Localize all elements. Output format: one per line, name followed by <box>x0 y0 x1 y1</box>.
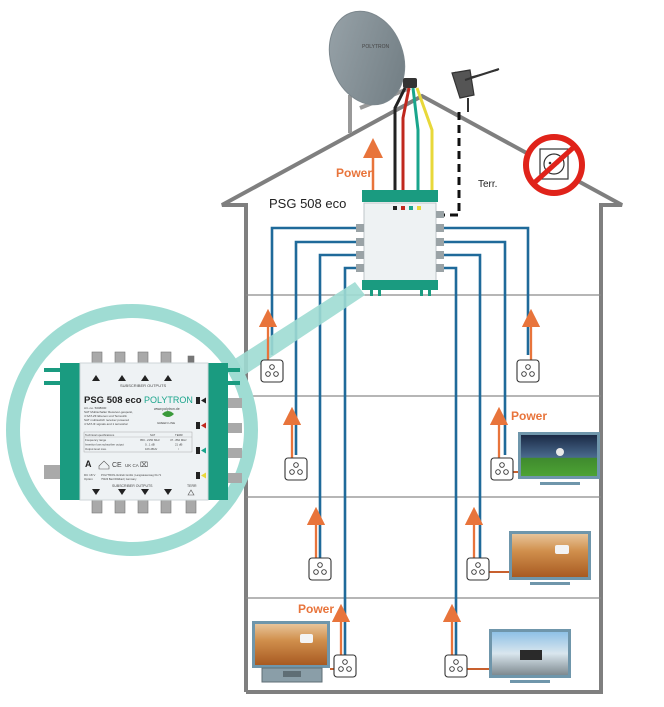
spec-cell: Frequency range <box>85 438 107 442</box>
zoom-callout-beam <box>205 282 365 378</box>
wall-outlet-icon <box>308 557 332 581</box>
option-label: Option <box>84 477 93 481</box>
wall-outlet-icon <box>490 457 514 481</box>
dc-label: DC 18 V <box>84 473 95 477</box>
device-desc-2: 4 SAT-ZF Ebenen und Terrestrik <box>84 414 127 418</box>
terrestrial-label: Terr. <box>478 179 497 190</box>
no-socket-sign-icon <box>523 134 585 196</box>
coax-7 <box>436 253 482 560</box>
wall-outlet-icon <box>260 359 284 383</box>
spec-cell: / <box>178 447 179 451</box>
terrestrial-antenna-icon <box>451 68 500 112</box>
cable-red <box>401 87 411 190</box>
power-label-floor1: Power <box>298 602 334 616</box>
house-outline <box>221 93 623 694</box>
multiswitch-device-large: SUBSCRIBER OUTPUTS PSG 508 eco POLYTRON … <box>44 351 242 514</box>
power-label-top: Power <box>336 166 372 180</box>
coax-2 <box>294 240 360 455</box>
address-line-1: POLYTRON-Vertrieb GmbH | Langwiesenweg 6… <box>101 473 162 477</box>
device-desc-1: SAT Multischalter Receiver-gespeist, <box>84 410 133 414</box>
coax-6 <box>436 240 507 455</box>
wall-outlet-icon <box>444 654 468 678</box>
device-model: PSG 508 eco <box>84 395 142 406</box>
tv-floor1-left <box>252 621 330 683</box>
satellite-dish-icon: POLYTRON <box>328 10 417 133</box>
spec-cell: Output level max. <box>85 447 107 451</box>
wall-outlet-icon <box>333 654 357 678</box>
coax-8 <box>436 266 458 658</box>
coax-4 <box>343 266 360 658</box>
spec-cell: 106 dBuV <box>145 447 157 451</box>
device-desc-3: SAT multiswitch receiver powered <box>84 418 129 422</box>
lnb-input-indicators <box>196 397 206 479</box>
device-desc-4: 4 SAT-IF signals and 1 terrestrial <box>84 422 128 426</box>
ce-mark-icon: CE <box>112 462 122 469</box>
tv-floor3 <box>518 432 600 485</box>
spec-cell: 47...862 MHz <box>170 438 187 442</box>
spec-header-2: TERR <box>175 433 183 437</box>
terr-input-icon <box>187 489 195 496</box>
model-label: PSG 508 eco <box>269 196 346 211</box>
ukca-mark-icon: UK CA <box>125 463 139 468</box>
spec-cell: 21 dB <box>175 443 182 447</box>
coax-cables <box>270 226 530 658</box>
wall-outlet-icon <box>516 359 540 383</box>
spec-header-1: SAT <box>150 433 156 437</box>
terrestrial-cable <box>437 112 461 217</box>
tv-floor2 <box>509 531 591 585</box>
multiswitch-device-small <box>356 190 444 296</box>
indoor-icon <box>98 460 110 470</box>
coax-3 <box>318 253 360 560</box>
cable-yellow <box>415 87 434 190</box>
device-brand: POLYTRON <box>144 395 193 405</box>
spec-table: Technical specifications SAT TERR Freque… <box>83 431 193 453</box>
energy-mark-icon: A <box>85 459 92 469</box>
wall-outlet-icon <box>466 557 490 581</box>
green-line-logo: GREEN LINE <box>157 411 175 425</box>
wall-outlet-icon <box>284 457 308 481</box>
tv-floor1-right <box>489 629 571 683</box>
coax-5 <box>436 226 530 355</box>
outlets <box>258 308 541 678</box>
spec-cell: Insertion loss subscriber output <box>85 443 124 447</box>
left-rail <box>60 363 80 500</box>
device-website: www.polytron.de <box>154 407 180 411</box>
address-line-2: 75323 Bad Wildbad | Germany <box>101 477 137 481</box>
bottom-output-connectors <box>91 496 197 514</box>
right-rail <box>208 363 228 500</box>
dish-brand: POLYTRON <box>362 44 390 50</box>
device-article: Art.-no. 5008000 <box>84 406 107 410</box>
spec-header-0: Technical specifications <box>85 433 115 437</box>
top-outputs-label: SUBSCRIBER OUTPUTS <box>120 383 167 388</box>
bottom-outputs-label: SUBSCRIBER OUTPUTS <box>112 484 153 488</box>
floor-lines <box>246 294 601 599</box>
cable-green <box>411 87 420 190</box>
green-line-label: GREEN LINE <box>157 421 175 425</box>
spec-cell: 0...1 dB <box>145 443 155 447</box>
lnb-icon <box>403 78 417 88</box>
spec-cell: 950...2150 MHz <box>140 438 160 442</box>
power-label-floor3: Power <box>511 409 547 423</box>
cable-black <box>393 87 407 190</box>
lnb-cables <box>393 87 434 190</box>
terr-input-label: TERR <box>187 484 197 488</box>
weee-icon: ⌧ <box>140 461 148 469</box>
